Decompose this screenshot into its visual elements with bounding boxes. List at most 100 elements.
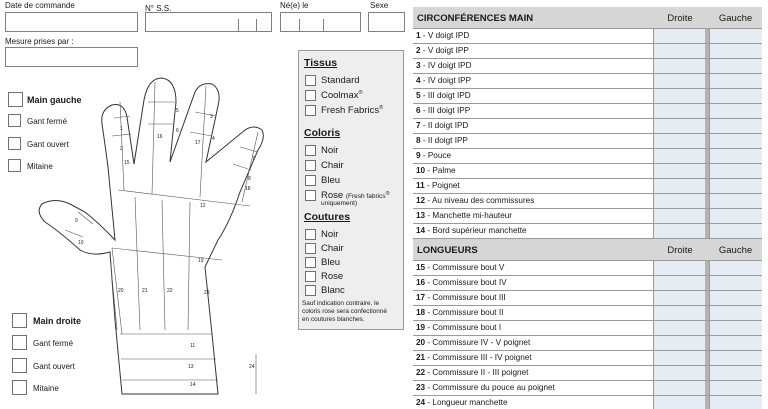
right-open-glove-checkbox[interactable]: [12, 358, 27, 373]
hand-num-16: 16: [157, 134, 163, 140]
right-value-cell[interactable]: [653, 164, 707, 178]
measures-field[interactable]: [5, 47, 138, 67]
left-value-cell[interactable]: [709, 89, 762, 103]
right-value-cell[interactable]: [653, 351, 707, 365]
right-value-cell[interactable]: [653, 134, 707, 148]
right-value-cell[interactable]: [653, 261, 707, 275]
row-label: 7 - II doigt IPD: [416, 121, 469, 130]
row-label: 9 - Pouce: [416, 151, 452, 160]
row-label: 21 - Commissure III - IV poignet: [416, 353, 532, 362]
born-label: Né(e) le: [280, 1, 309, 10]
right-value-cell[interactable]: [653, 179, 707, 193]
tissus-standard-checkbox[interactable]: [305, 75, 316, 86]
row-label: 15 - Commissure bout V: [416, 263, 505, 272]
row-label: 24 - Longueur manchette: [416, 398, 508, 407]
right-value-cell[interactable]: [653, 44, 707, 58]
lengths-header: LONGUEURS Droite Gauche: [413, 239, 762, 261]
tissus-standard-label: Standard: [321, 75, 360, 86]
left-value-cell[interactable]: [709, 119, 762, 133]
left-value-cell[interactable]: [709, 381, 762, 395]
table-row: 3 - IV doigt IPD: [413, 59, 762, 74]
right-value-cell[interactable]: [653, 336, 707, 350]
left-hand-checkbox[interactable]: [8, 92, 23, 107]
coutures-blanc-checkbox[interactable]: [305, 285, 316, 296]
left-mitten-checkbox[interactable]: [8, 159, 21, 172]
right-value-cell[interactable]: [653, 276, 707, 290]
left-value-cell[interactable]: [709, 179, 762, 193]
row-label: 12 - Au niveau des commissures: [416, 196, 535, 205]
left-value-cell[interactable]: [709, 351, 762, 365]
birthdate-field[interactable]: [280, 12, 361, 32]
right-hand-checkbox[interactable]: [12, 313, 27, 328]
tissus-coolmax-checkbox[interactable]: [305, 90, 316, 101]
right-mitten-checkbox[interactable]: [12, 380, 27, 395]
left-value-cell[interactable]: [709, 321, 762, 335]
left-value-cell[interactable]: [709, 306, 762, 320]
left-value-cell[interactable]: [709, 291, 762, 305]
date-field[interactable]: [5, 12, 138, 32]
hand-num-24: 24: [249, 364, 255, 370]
left-value-cell[interactable]: [709, 209, 762, 223]
table-row: 1 - V doigt IPD: [413, 29, 762, 44]
table-row: 6 - III doigt IPP: [413, 104, 762, 119]
right-value-cell[interactable]: [653, 119, 707, 133]
circumferences-title: CIRCONFÉRENCES MAIN: [417, 13, 534, 24]
left-value-cell[interactable]: [709, 276, 762, 290]
right-value-cell[interactable]: [653, 104, 707, 118]
hand-num-17: 17: [195, 140, 201, 146]
coloris-bleu-checkbox[interactable]: [305, 175, 316, 186]
left-value-cell[interactable]: [709, 164, 762, 178]
right-value-cell[interactable]: [653, 321, 707, 335]
right-value-cell[interactable]: [653, 149, 707, 163]
hand-num-21: 21: [142, 288, 148, 294]
coutures-chair-checkbox[interactable]: [305, 243, 316, 254]
right-value-cell[interactable]: [653, 209, 707, 223]
table-row: 5 - III doigt IPD: [413, 89, 762, 104]
left-value-cell[interactable]: [709, 134, 762, 148]
tissus-fresh-checkbox[interactable]: [305, 105, 316, 116]
right-value-cell[interactable]: [653, 59, 707, 73]
length-lines: [109, 81, 259, 394]
table-row: 20 - Commissure IV - V poignet: [413, 336, 762, 351]
right-value-cell[interactable]: [653, 29, 707, 43]
left-value-cell[interactable]: [709, 104, 762, 118]
left-value-cell[interactable]: [709, 44, 762, 58]
left-open-glove-checkbox[interactable]: [8, 137, 21, 150]
left-value-cell[interactable]: [709, 366, 762, 380]
right-value-cell[interactable]: [653, 366, 707, 380]
left-value-cell[interactable]: [709, 59, 762, 73]
table-row: 7 - II doigt IPD: [413, 119, 762, 134]
left-value-cell[interactable]: [709, 74, 762, 88]
left-value-cell[interactable]: [709, 194, 762, 208]
ss-field[interactable]: [145, 12, 272, 32]
row-label: 22 - Commissure II - III poignet: [416, 368, 529, 377]
left-value-cell[interactable]: [709, 396, 762, 409]
left-value-cell[interactable]: [709, 149, 762, 163]
col-left-header-2: Gauche: [718, 245, 753, 256]
right-value-cell[interactable]: [653, 89, 707, 103]
right-value-cell[interactable]: [653, 306, 707, 320]
right-value-cell[interactable]: [653, 224, 707, 238]
coutures-bleu-checkbox[interactable]: [305, 257, 316, 268]
right-value-cell[interactable]: [653, 291, 707, 305]
left-value-cell[interactable]: [709, 224, 762, 238]
table-row: 23 - Commissure du pouce au poignet: [413, 381, 762, 396]
coutures-noir-checkbox[interactable]: [305, 229, 316, 240]
coloris-chair-checkbox[interactable]: [305, 160, 316, 171]
left-closed-glove-checkbox[interactable]: [8, 114, 21, 127]
coloris-noir-checkbox[interactable]: [305, 145, 316, 156]
right-value-cell[interactable]: [653, 194, 707, 208]
hand-num-19: 19: [198, 258, 204, 264]
left-value-cell[interactable]: [709, 336, 762, 350]
left-value-cell[interactable]: [709, 261, 762, 275]
right-value-cell[interactable]: [653, 381, 707, 395]
right-closed-glove-checkbox[interactable]: [12, 335, 27, 350]
table-row: 22 - Commissure II - III poignet: [413, 366, 762, 381]
sex-field[interactable]: [368, 12, 405, 32]
coloris-rose-checkbox[interactable]: [305, 190, 316, 201]
right-value-cell[interactable]: [653, 396, 707, 409]
left-value-cell[interactable]: [709, 29, 762, 43]
coutures-rose-checkbox[interactable]: [305, 271, 316, 282]
hand-num-10: 10: [78, 240, 84, 246]
right-value-cell[interactable]: [653, 74, 707, 88]
